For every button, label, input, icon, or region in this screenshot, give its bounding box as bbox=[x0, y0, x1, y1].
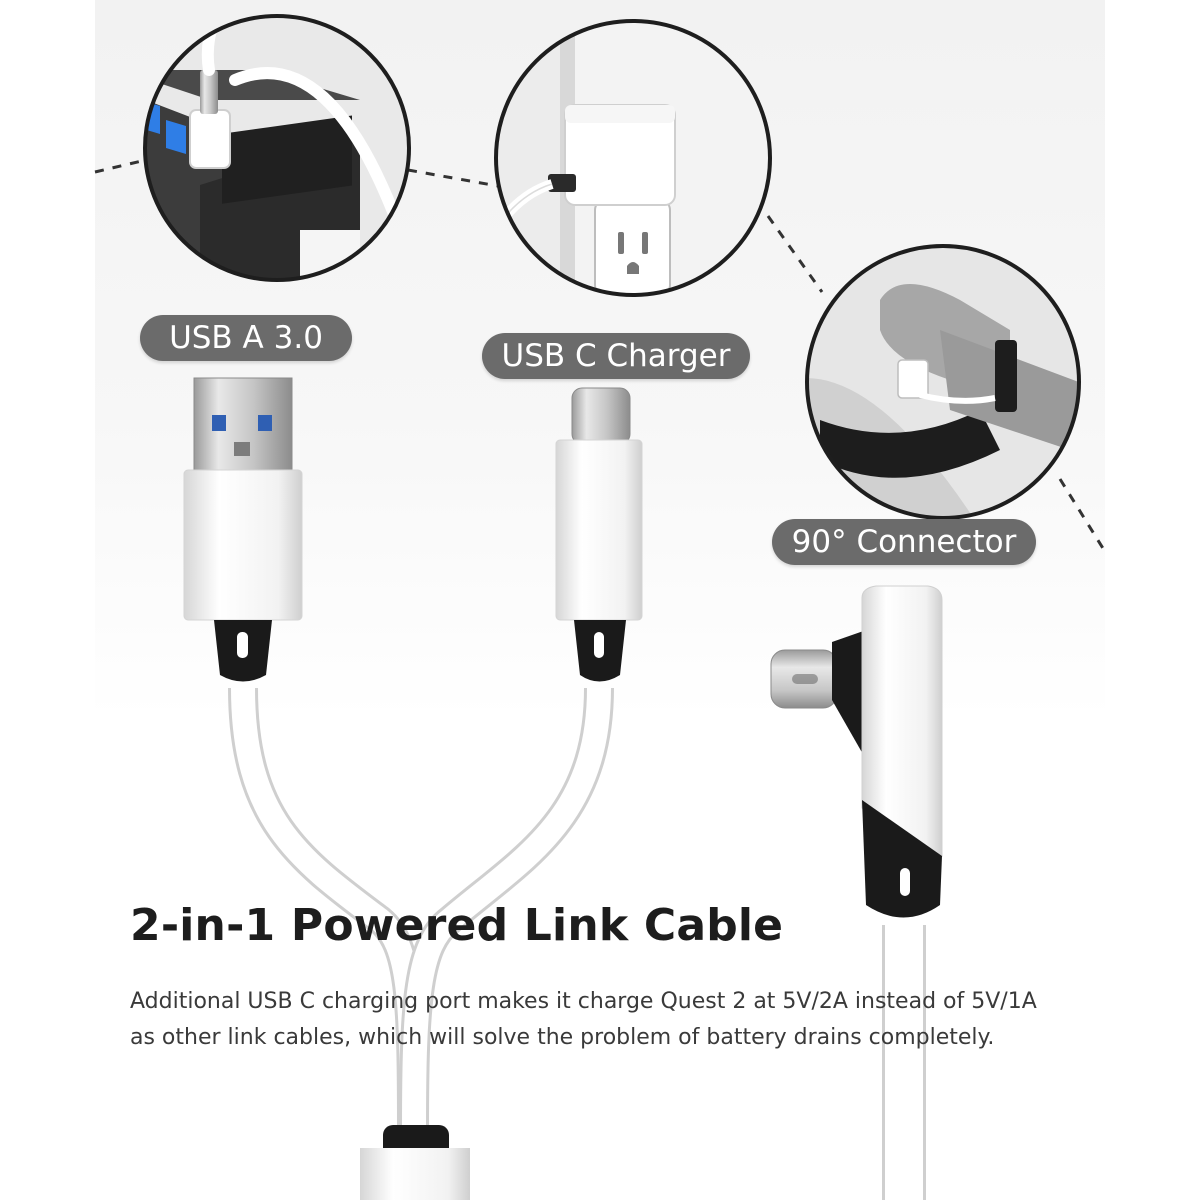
usb-hub-port-icon bbox=[143, 14, 411, 282]
usb-a-label: USB A 3.0 bbox=[140, 315, 352, 361]
right-angle-usb-c-plug bbox=[770, 585, 943, 1200]
connector-90-label: 90° Connector bbox=[772, 519, 1036, 565]
dashed-guide-lines bbox=[94, 158, 1106, 551]
headset-side-port-icon bbox=[805, 244, 1081, 520]
product-headline: 2-in-1 Powered Link Cable bbox=[130, 900, 784, 951]
usb-a-plug bbox=[183, 377, 303, 682]
usb-c-charger-label: USB C Charger bbox=[482, 333, 750, 379]
wall-charger-outlet-icon bbox=[494, 19, 772, 297]
split-cable bbox=[228, 687, 614, 1200]
product-description: Additional USB C charging port makes it … bbox=[130, 989, 1037, 1050]
usb-c-plug bbox=[555, 387, 643, 682]
